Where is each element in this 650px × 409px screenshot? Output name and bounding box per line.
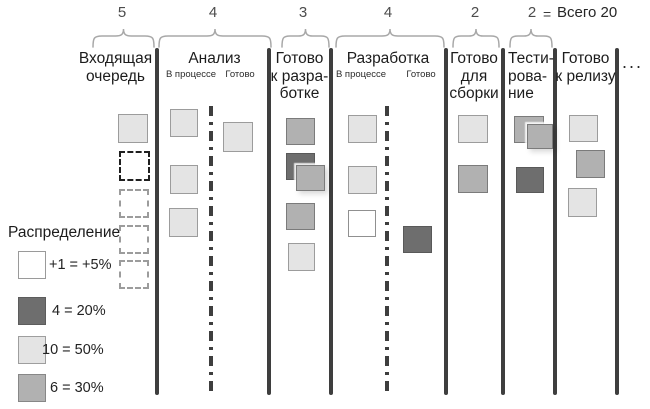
divider-line-2 [267,48,271,395]
analysis-sub-in-progress: В процессе [165,69,217,80]
incoming-slot-dashed-gray-2 [119,225,149,254]
analysis-subdivider-dashdot [209,106,213,392]
ready-for-dev-line1: Готово [275,50,324,67]
ready-for-dev-line3: ботке [279,85,320,102]
legend-swatch-light [18,336,46,364]
incoming-slot-dashed-gray-1 [119,189,149,218]
incoming-title-line1: Входящая [78,50,153,67]
incoming-title-line2: очередь [86,67,145,85]
wip-limit-development: 4 [383,4,393,21]
column-title-development: Разработка [346,50,430,67]
divider-line-5 [501,48,505,395]
column-title-incoming: Входящая очередь [75,50,156,85]
release-card-1 [569,115,598,142]
dev-inprogress-card-3 [348,210,376,237]
legend-label-ten: 10 = 50% [42,342,104,358]
brace-development [335,28,445,48]
divider-line-7 [615,48,619,395]
column-title-ready-for-build: Готово для сборки [446,50,502,103]
divider-line-1 [155,48,159,395]
analysis-done-card-1 [223,122,253,152]
wip-limit-ready-for-dev: 3 [298,4,308,21]
dev-done-card-1 [403,226,432,253]
dev-inprogress-card-2 [348,166,377,194]
column-title-testing: Тести- рова- ние [508,50,554,103]
brace-ready-for-build [452,28,500,48]
readydev-card-2-front [296,165,325,191]
wip-limit-ready-for-build: 2 [470,4,480,21]
testing-card-2 [516,167,544,193]
ready-for-build-line2: для [460,67,488,85]
legend-swatch-white [18,251,46,279]
divider-line-3 [329,48,333,395]
total-label: Всего 20 [557,4,618,21]
release-card-3 [568,188,597,217]
testing-card-1-front [527,124,553,149]
legend-label-four: 4 = 20% [52,303,106,319]
legend-title: Распределение [8,224,121,241]
development-sub-in-progress: В процессе [335,69,387,80]
analysis-sub-done: Готово [225,69,255,80]
ready-for-build-line3: сборки [449,85,499,102]
ready-for-dev-line2: к разра- [270,67,329,85]
column-title-ready-for-release: Готово к релизу [555,50,616,85]
testing-line1: Тести- [508,50,554,67]
incoming-slot-dashed-gray-3 [119,260,149,289]
incoming-card-1 [118,114,148,143]
total-equals-sign: = [543,6,552,22]
brace-incoming [92,28,155,48]
divider-line-4 [444,48,448,395]
brace-analysis [158,28,272,48]
development-sub-done: Готово [406,69,436,80]
readydev-card-1 [286,118,315,145]
testing-line2: рова- [508,67,548,85]
dev-inprogress-card-1 [348,115,377,143]
column-title-ready-for-dev: Готово к разра- ботке [269,50,330,103]
readybuild-card-1 [458,115,488,143]
brace-ready-for-dev [281,28,330,48]
readybuild-card-2 [458,165,488,193]
release-card-2 [576,150,605,178]
ready-for-build-line1: Готово [450,50,498,67]
analysis-inprogress-card-1 [170,109,198,137]
testing-line3: ние [508,85,534,102]
wip-limit-analysis: 4 [208,4,218,21]
development-subdivider-dashdot [385,106,389,392]
legend-swatch-dark [18,297,46,325]
divider-line-6 [553,48,557,395]
readydev-card-3 [286,203,315,230]
column-title-analysis: Анализ [188,50,241,67]
ready-for-release-line1: Готово [561,50,610,67]
wip-limit-testing: 2 [527,4,537,21]
wip-limit-incoming: 5 [117,4,127,21]
legend-label-plus-one: +1 = +5% [49,257,112,273]
analysis-inprogress-card-3 [169,208,198,237]
legend-swatch-medium [18,374,46,402]
brace-testing [509,28,553,48]
analysis-inprogress-card-2 [170,165,198,194]
legend-label-six: 6 = 30% [50,380,104,396]
ready-for-release-line2: к релизу [555,67,616,85]
more-columns-ellipsis: ... [622,52,644,72]
incoming-slot-dashed-black [119,151,150,181]
readydev-card-4 [288,243,315,271]
